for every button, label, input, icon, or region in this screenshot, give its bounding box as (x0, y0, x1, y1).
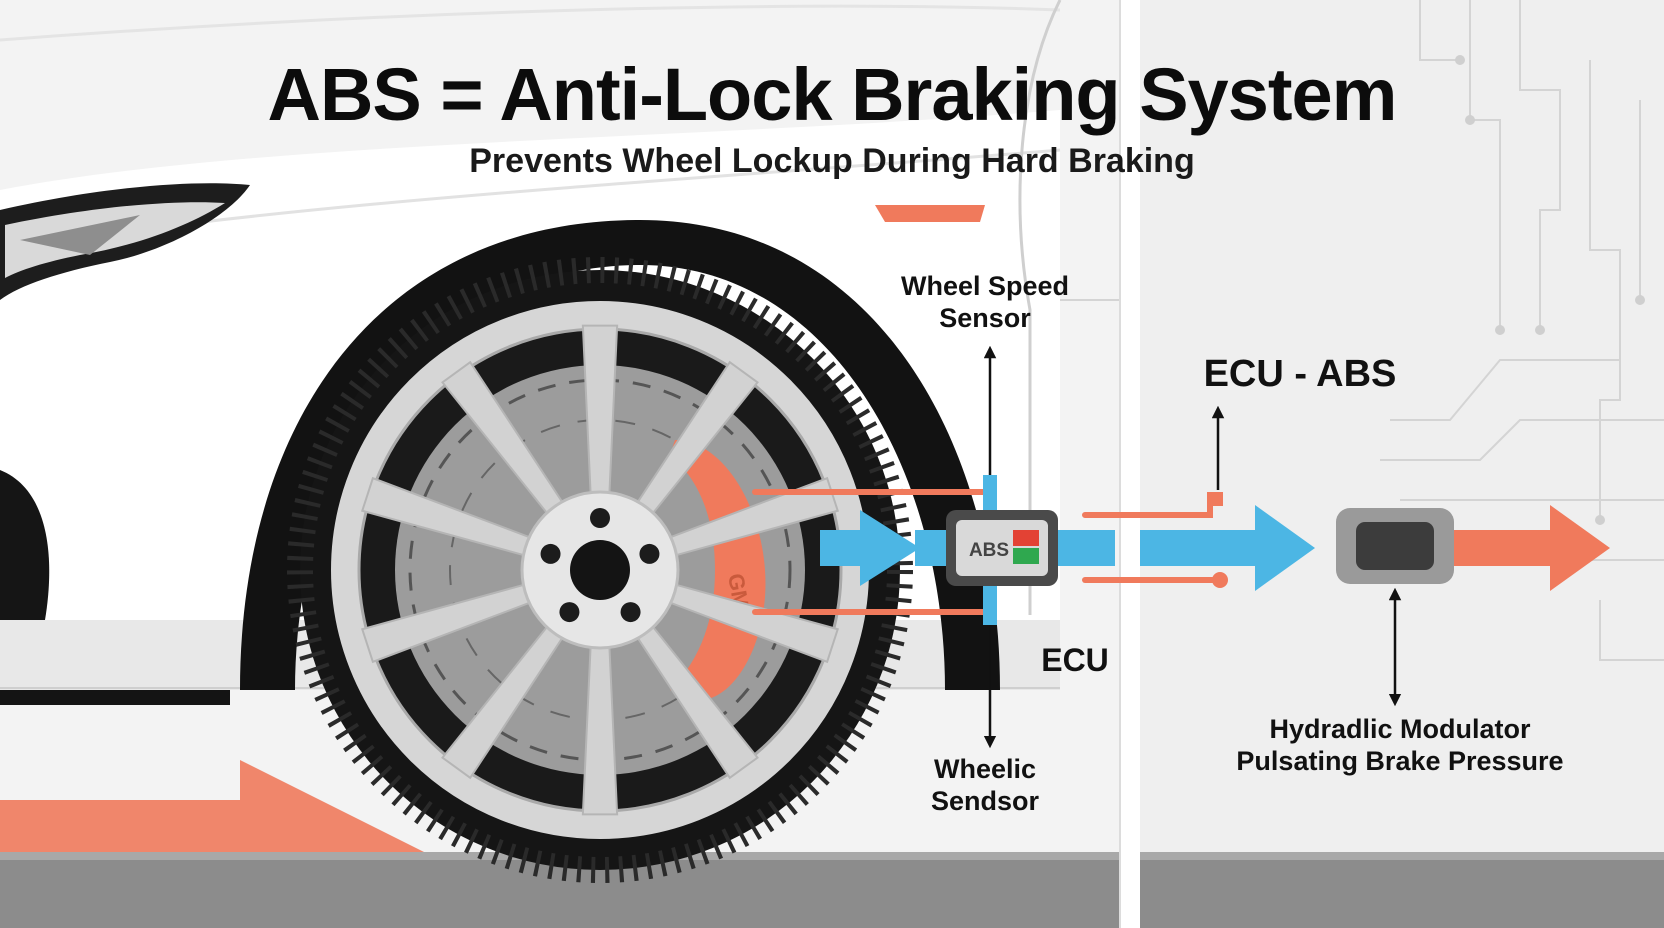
ecu-abs-label: ECU - ABS (1203, 353, 1397, 395)
lug-nut (590, 508, 610, 528)
center-bore (570, 540, 630, 600)
ecu-label: ECU (1041, 642, 1109, 678)
flow-arrow-in (820, 510, 920, 586)
leader-lines (983, 345, 1402, 749)
sensor-post-bottom (983, 585, 997, 625)
diagram-title: ABS = Anti-Lock Braking System (267, 53, 1398, 136)
side-marker (875, 205, 985, 222)
wheel-rim (331, 301, 869, 839)
wheelic-sensor-label: Wheelic Sendsor (895, 753, 1075, 817)
wheelic-sensor-label-line: Sendsor (930, 786, 1040, 816)
right-panel-background (1140, 0, 1664, 928)
wheelic-sensor-label-line: Wheelic (933, 754, 1037, 784)
lug-nut (540, 543, 561, 564)
pressure-output-arrow (1454, 505, 1610, 591)
abs-ecu-unit: ABS (946, 510, 1058, 586)
flow-arrow-out (1140, 505, 1315, 591)
wheel-speed-sensor-label: Wheel Speed Sensor (880, 270, 1090, 334)
lug-nut (559, 602, 580, 623)
lug-nut (639, 543, 660, 564)
hydraulic-modulator-label-line: Hydradlic Modulator (1269, 714, 1531, 744)
panel-divider (1120, 0, 1140, 928)
front-intake (0, 470, 50, 620)
lug-nut (620, 602, 641, 623)
wheel-speed-sensor-label-line: Sensor (939, 303, 1031, 333)
road (0, 855, 1664, 928)
signal-node (1207, 492, 1223, 506)
hydraulic-modulator-label: Hydradlic Modulator Pulsating Brake Pres… (1215, 713, 1585, 777)
diagram-subtitle: Prevents Wheel Lockup During Hard Brakin… (469, 142, 1195, 180)
sensor-post-top (983, 475, 997, 515)
hydraulic-modulator-label-line: Pulsating Brake Pressure (1236, 746, 1564, 776)
signal-node (1212, 572, 1228, 588)
wheel-speed-sensor-label-line: Wheel Speed (900, 271, 1070, 301)
led-green (1013, 548, 1039, 564)
motion-arrow (0, 760, 430, 855)
hydraulic-modulator (1336, 508, 1454, 584)
led-red (1013, 530, 1039, 546)
abs-box-label: ABS (969, 540, 1009, 561)
